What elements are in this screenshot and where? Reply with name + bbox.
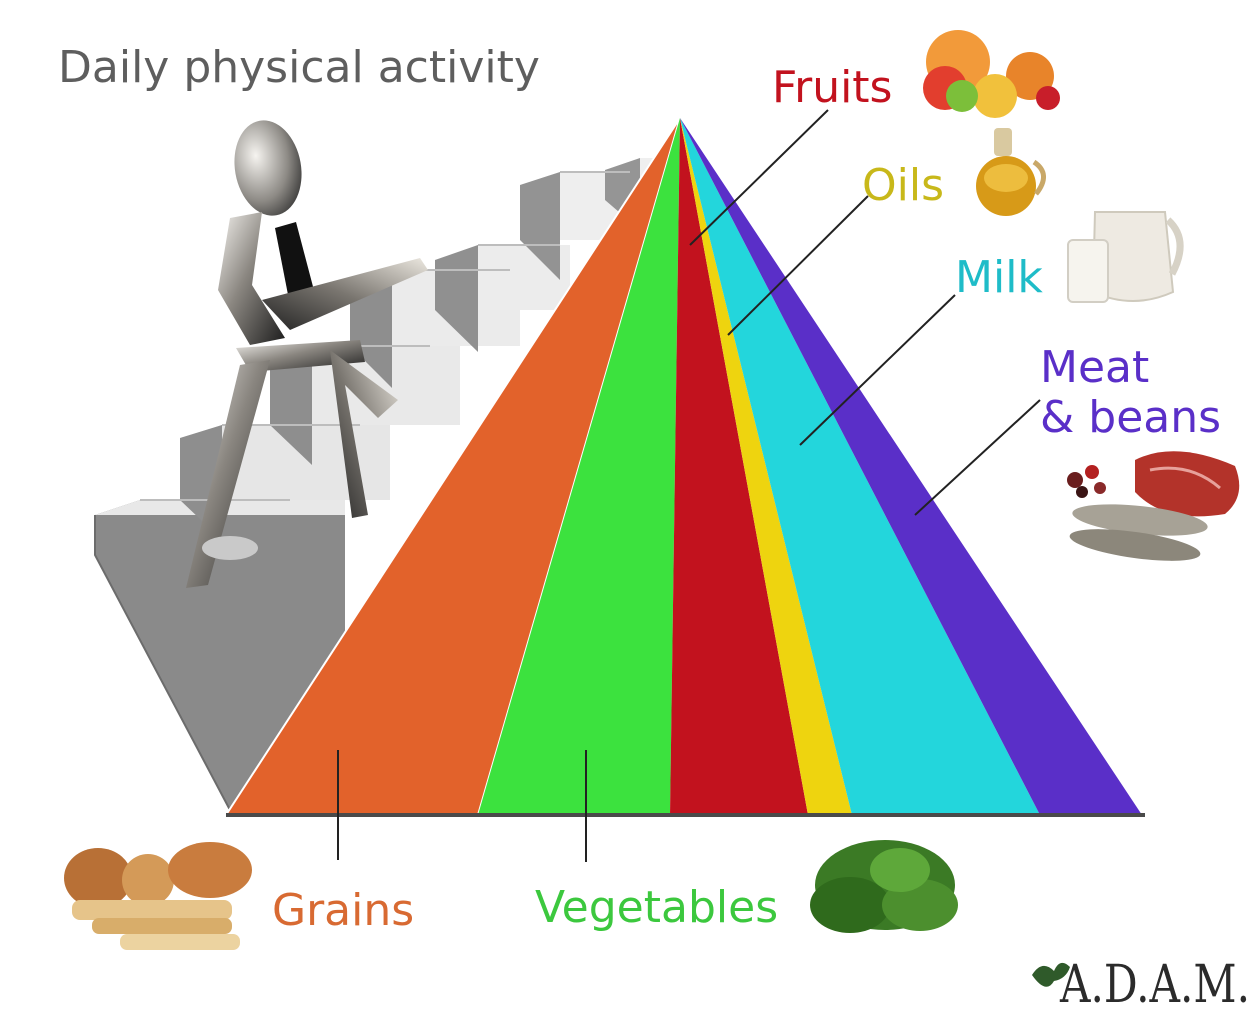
title: Daily physical activity [58,42,540,93]
adam-logo: A.D.A.M. [1032,955,1250,1010]
label-vegetables: Vegetables [535,882,778,933]
label-oils: Oils [862,160,944,211]
label-meat-line1: Meat [1040,342,1149,393]
bread-icon [64,842,252,950]
label-milk: Milk [955,252,1043,303]
milk-jug-icon [1068,212,1180,302]
greens-icon [810,840,958,933]
label-fruits: Fruits [772,62,892,113]
label-grains: Grains [272,885,414,936]
meat-fish-icon [1067,451,1239,567]
adam-logo-text: A.D.A.M. [1059,955,1250,1010]
fruit-bowl-icon [923,30,1060,118]
oil-jar-icon [976,128,1044,216]
label-meat-line2: & beans [1040,392,1221,443]
